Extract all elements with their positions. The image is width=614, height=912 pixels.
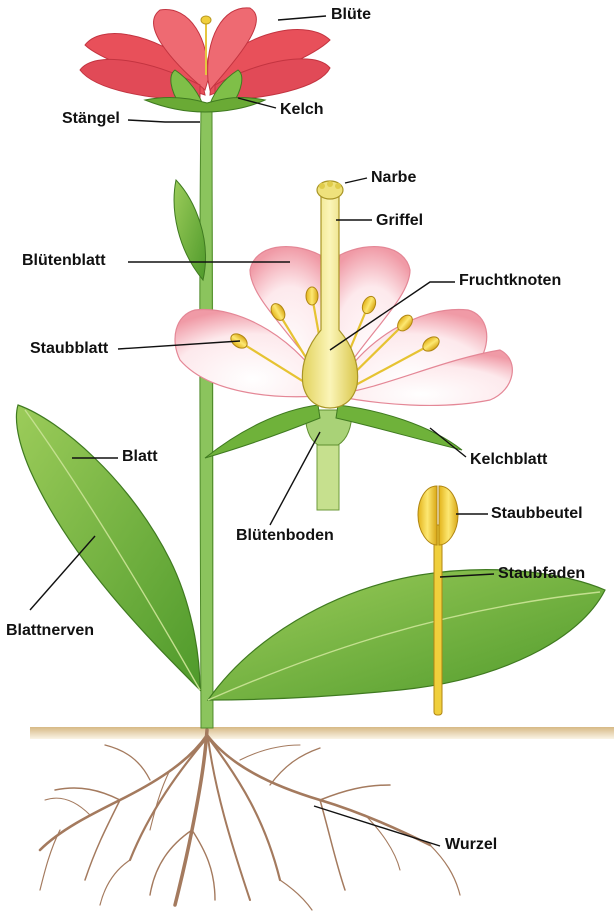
label-wurzel: Wurzel xyxy=(445,836,497,854)
label-griffel: Griffel xyxy=(376,212,423,230)
soil-band xyxy=(30,727,614,739)
label-staengel: Stängel xyxy=(62,110,120,128)
label-fruchtknoten: Fruchtknoten xyxy=(459,272,561,290)
top-flower xyxy=(80,8,330,112)
left-leaf xyxy=(16,405,200,690)
label-staubfaden: Staubfaden xyxy=(498,565,585,583)
label-blattnerven: Blattnerven xyxy=(6,622,94,640)
right-leaf xyxy=(208,570,605,700)
label-bluete: Blüte xyxy=(331,6,371,24)
label-kelch: Kelch xyxy=(280,101,324,119)
label-staubblatt: Staubblatt xyxy=(30,340,108,358)
label-staubbeutel: Staubbeutel xyxy=(491,505,583,523)
label-blatt: Blatt xyxy=(122,448,158,466)
section-stem xyxy=(305,410,352,510)
label-bluetenboden: Blütenboden xyxy=(236,527,334,545)
label-narbe: Narbe xyxy=(371,169,416,187)
label-bluetenblatt: Blütenblatt xyxy=(22,252,106,270)
main-stem xyxy=(200,110,214,728)
roots xyxy=(40,730,460,910)
label-kelchblatt: Kelchblatt xyxy=(470,451,547,469)
